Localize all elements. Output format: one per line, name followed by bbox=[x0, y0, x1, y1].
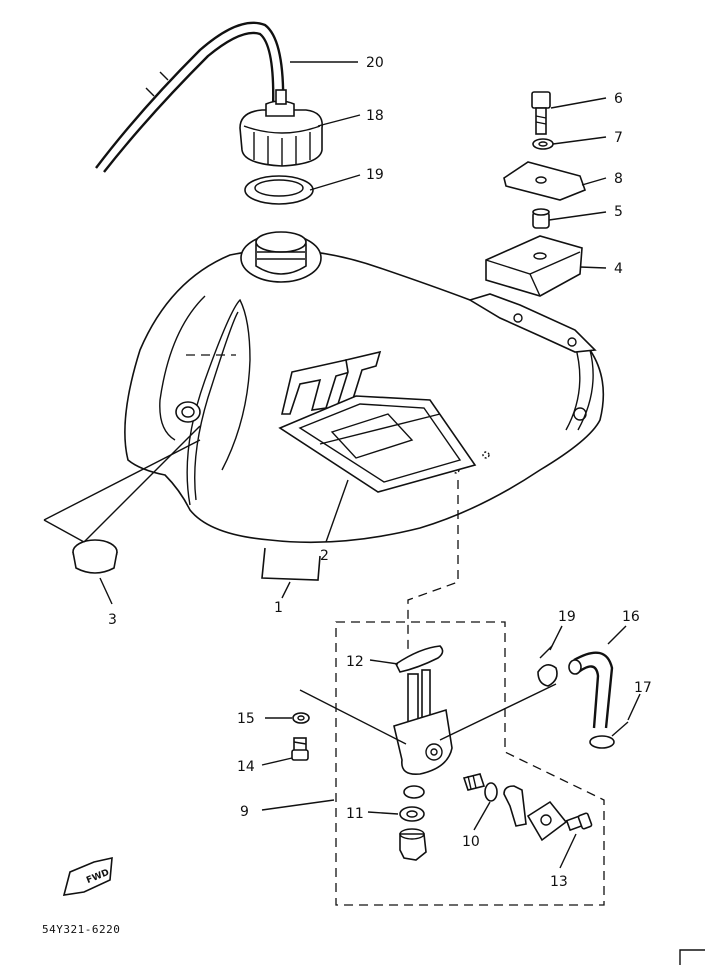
callout-1: 1 bbox=[274, 600, 283, 616]
leader-lines bbox=[99, 61, 641, 869]
breather-hose-part-20 bbox=[95, 21, 285, 173]
callout-6: 6 bbox=[614, 91, 623, 107]
callout-17-lower: 17 bbox=[634, 680, 652, 696]
damper-part-4 bbox=[485, 235, 583, 297]
corner-crop-mark bbox=[679, 949, 705, 965]
forward-direction-arrow-icon: FWD bbox=[62, 856, 113, 896]
rubber-damper-part-3 bbox=[43, 425, 201, 574]
callout-18: 18 bbox=[366, 108, 384, 124]
callout-20: 20 bbox=[366, 55, 384, 71]
lever-parts-part-10 bbox=[462, 773, 568, 842]
washer-part-7 bbox=[532, 138, 554, 150]
gasket-part-19 bbox=[244, 175, 314, 205]
filter-seal-part-11 bbox=[399, 785, 427, 861]
callout-14: 14 bbox=[237, 759, 255, 775]
callout-11: 11 bbox=[346, 806, 364, 822]
callout-5: 5 bbox=[614, 204, 623, 220]
washer-part-15 bbox=[292, 712, 310, 724]
screw-part-14 bbox=[291, 737, 309, 761]
callout-15: 15 bbox=[237, 711, 255, 727]
fuel-cock-assembly-outline bbox=[335, 621, 605, 906]
callout-labels: 20 18 19 6 7 8 5 4 2 1 3 12 15 14 9 11 1… bbox=[108, 55, 652, 890]
fuel-cock-body bbox=[299, 669, 557, 776]
callout-9: 9 bbox=[240, 804, 249, 820]
tank-to-cock-connector-line bbox=[407, 480, 459, 650]
callout-2: 2 bbox=[320, 548, 329, 564]
collar-part-5 bbox=[532, 208, 550, 229]
diagram-code: 54Y321-6220 bbox=[42, 923, 120, 936]
callout-12: 12 bbox=[346, 654, 364, 670]
clip-part-17-lower bbox=[589, 721, 629, 749]
callout-8: 8 bbox=[614, 171, 623, 187]
clip-part-17-upper bbox=[537, 645, 558, 687]
bracket-plate-part-8 bbox=[503, 161, 587, 201]
fuel-hose-part-16 bbox=[568, 651, 614, 729]
callout-3: 3 bbox=[108, 612, 117, 628]
emblem-decal-part-2 bbox=[278, 395, 477, 493]
callout-16: 16 bbox=[622, 609, 640, 625]
dt-logo-emblem: DT bbox=[280, 350, 382, 415]
screw-part-13 bbox=[565, 812, 593, 832]
fuel-cap-part-18 bbox=[239, 89, 323, 167]
callout-13: 13 bbox=[550, 874, 568, 890]
callout-4: 4 bbox=[614, 261, 623, 277]
bolt-part-6 bbox=[531, 91, 551, 135]
callout-17-upper: 19 bbox=[558, 609, 576, 625]
callout-10: 10 bbox=[462, 834, 480, 850]
callout-19: 19 bbox=[366, 167, 384, 183]
o-ring-part-12 bbox=[394, 645, 444, 673]
callout-7: 7 bbox=[614, 130, 623, 146]
